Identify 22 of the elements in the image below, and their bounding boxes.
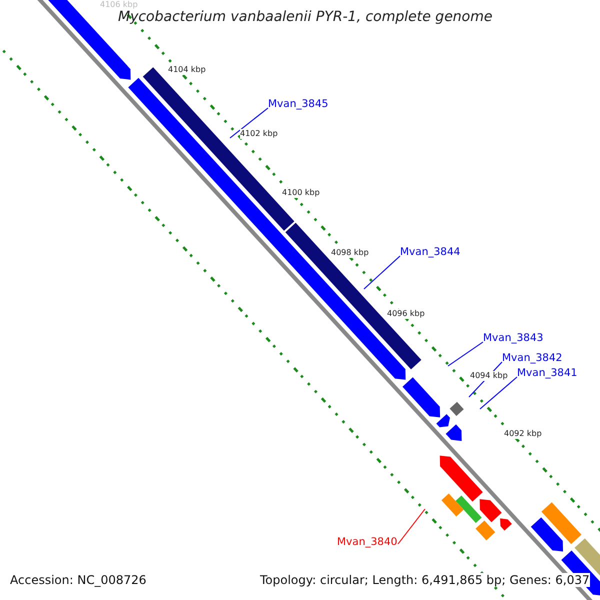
- scale-label: 4100 kbp: [282, 188, 320, 198]
- scale-label: 4094 kbp: [470, 371, 508, 381]
- scale-label: 4102 kbp: [240, 129, 278, 139]
- leader-line: [448, 342, 484, 366]
- scale-label: 4106 kbp: [100, 0, 138, 10]
- accession-text: Accession: NC_008726: [10, 573, 146, 587]
- gene-label: Mvan_3843: [483, 332, 544, 344]
- gene-label: Mvan_3842: [502, 352, 562, 364]
- scale-label: 4104 kbp: [168, 65, 206, 75]
- gene-label: Mvan_3840: [337, 536, 398, 548]
- gene-label: Mvan_3844: [400, 246, 460, 258]
- genome-title: Mycobacterium vanbaalenii PYR-1, complete genome: [118, 9, 492, 25]
- leader-line: [230, 108, 268, 138]
- gene-label: Mvan_3841: [517, 367, 578, 379]
- scale-label: 4096 kbp: [387, 309, 425, 319]
- genome-info-text: Topology: circular; Length: 6,491,865 bp; Genes: 6,037: [260, 573, 590, 587]
- scale-label: 4092 kbp: [504, 429, 542, 439]
- leader-line: [364, 256, 400, 290]
- scale-label: 4098 kbp: [331, 248, 369, 258]
- gene-label: Mvan_3845: [268, 98, 328, 110]
- leader-line: [480, 376, 518, 410]
- leader-line: [398, 508, 426, 544]
